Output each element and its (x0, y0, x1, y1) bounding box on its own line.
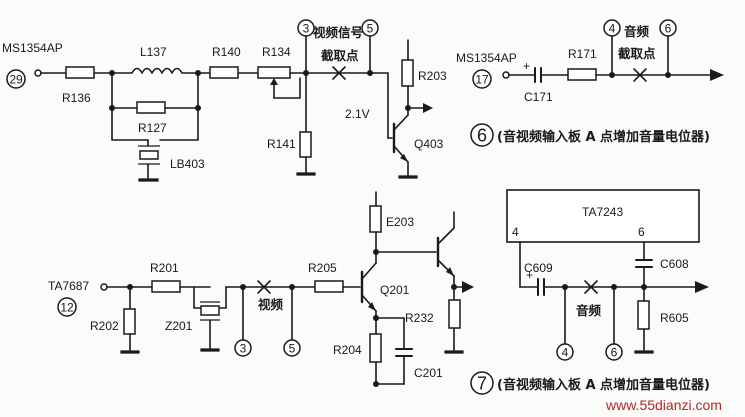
label-r204: R204 (333, 343, 362, 357)
terminal-open-circle (34, 69, 42, 77)
pin-circle-29 (6, 69, 26, 89)
resistor-r171 (567, 68, 597, 81)
cut-mark-x-bottom-right (584, 280, 598, 294)
resistor-r204 (369, 333, 382, 363)
figure-number-6: 6 (477, 126, 487, 146)
resistor-r201 (151, 280, 181, 293)
ic-label-ta7687: TA7687 (48, 279, 89, 293)
resistor-r140 (209, 66, 239, 79)
resistor-r136 (65, 66, 95, 79)
point-circle-4-bottom (556, 343, 574, 361)
cut-mark-x-top-right (633, 68, 647, 82)
label-video-bottom: 视频 (258, 297, 284, 312)
plus-sign-c171: + (523, 59, 530, 73)
label-q403: Q403 (414, 137, 444, 151)
ic-label-ta7243: TA7243 (582, 205, 623, 219)
label-c201: C201 (414, 366, 443, 380)
pin-number-12: 12 (60, 301, 74, 315)
resistor-r232 (448, 299, 461, 329)
potentiometer-r134 (257, 66, 291, 79)
bottom-right-circuit: TA7243 4 6 + C609 音频 4 6 C608 (470, 189, 710, 395)
label-e203: E203 (386, 215, 414, 229)
ic-pin-4: 4 (512, 225, 519, 239)
pin-circle-12 (57, 297, 77, 317)
label-r605: R605 (660, 311, 689, 325)
ic-label-ms1354ap-top-left: MS1354AP (2, 41, 63, 55)
label-r171: R171 (568, 47, 597, 61)
cut-mark-x-bottom-left (257, 280, 271, 294)
label-r136: R136 (62, 91, 91, 105)
label-audio-bottom: 音频 (576, 303, 602, 318)
inductor-l137 (111, 67, 199, 74)
resistor-e203 (369, 205, 382, 233)
top-right-circuit: MS1354AP 17 + C171 R171 4 6 音频 截取点 6 (音视… (456, 19, 724, 147)
label-c608: C608 (660, 257, 689, 271)
resistor-r127 (136, 101, 166, 114)
label-voltage: 2.1V (345, 107, 370, 121)
point-number-5-top: 5 (367, 22, 374, 36)
resistor-r205 (314, 280, 344, 293)
label-q201: Q201 (380, 283, 410, 297)
point-circle-3-bottom (234, 339, 252, 357)
top-left-circuit: MS1354AP 29 R136 L137 R127 LB403 (2, 19, 447, 182)
point-number-4-top: 4 (609, 22, 616, 36)
label-c609: C609 (524, 261, 553, 275)
filter-lb403 (139, 150, 159, 160)
ic-pin-6: 6 (638, 225, 645, 239)
point-circle-5-bottom (283, 339, 301, 357)
figure-caption-7: (音视频输入板 A 点增加音量电位器) (497, 377, 710, 393)
ic-block-ta7243 (506, 189, 700, 243)
point-number-3-bottom: 3 (240, 342, 247, 356)
label-r202: R202 (90, 319, 119, 333)
figure-number-circle-6 (470, 123, 494, 147)
resistor-r605 (637, 300, 650, 330)
label-r140: R140 (212, 45, 241, 59)
figure-number-7: 7 (477, 374, 487, 394)
point-number-4-bottom: 4 (562, 346, 569, 360)
point-number-5-bottom: 5 (289, 342, 296, 356)
label-r232: R232 (405, 311, 434, 325)
resistor-r141 (299, 131, 312, 158)
pin-circle-17 (472, 69, 492, 89)
caption-cut-point: 截取点 (321, 48, 359, 63)
pin-number-17: 17 (475, 73, 489, 87)
caption-audio: 音频 (624, 24, 650, 39)
plus-sign-c609: + (526, 268, 533, 282)
label-l137: L137 (140, 45, 167, 59)
label-r201: R201 (150, 261, 179, 275)
figure-caption-6: (音视频输入板 A 点增加音量电位器) (497, 129, 710, 145)
label-r127: R127 (138, 121, 167, 135)
label-r205: R205 (308, 261, 337, 275)
label-z201: Z201 (165, 319, 193, 333)
ic-label-ms1354ap-top-right: MS1354AP (456, 51, 517, 65)
point-number-6-top: 6 (665, 22, 672, 36)
caption-video-signal: 视频信号 (313, 25, 363, 40)
pin-number-29: 29 (9, 73, 23, 87)
figure-number-circle-7 (470, 371, 494, 395)
bottom-left-circuit: TA7687 12 R202 R201 Z201 视频 (48, 191, 474, 387)
point-circle-6-bottom (605, 343, 623, 361)
filter-z201 (200, 305, 220, 316)
label-r134: R134 (262, 45, 291, 59)
caption-audio-cut-point: 截取点 (618, 46, 656, 61)
point-number-3-top: 3 (303, 22, 310, 36)
label-lb403: LB403 (170, 157, 205, 171)
label-r141: R141 (267, 137, 296, 151)
resistor-r203-top (401, 59, 414, 87)
cut-mark-x-top-left (332, 66, 346, 80)
point-number-6-bottom: 6 (611, 346, 618, 360)
resistor-r202 (123, 308, 136, 335)
label-r203: R203 (418, 69, 447, 83)
watermark-text: www.55dianzi.com (605, 397, 722, 413)
label-c171: C171 (524, 90, 553, 104)
